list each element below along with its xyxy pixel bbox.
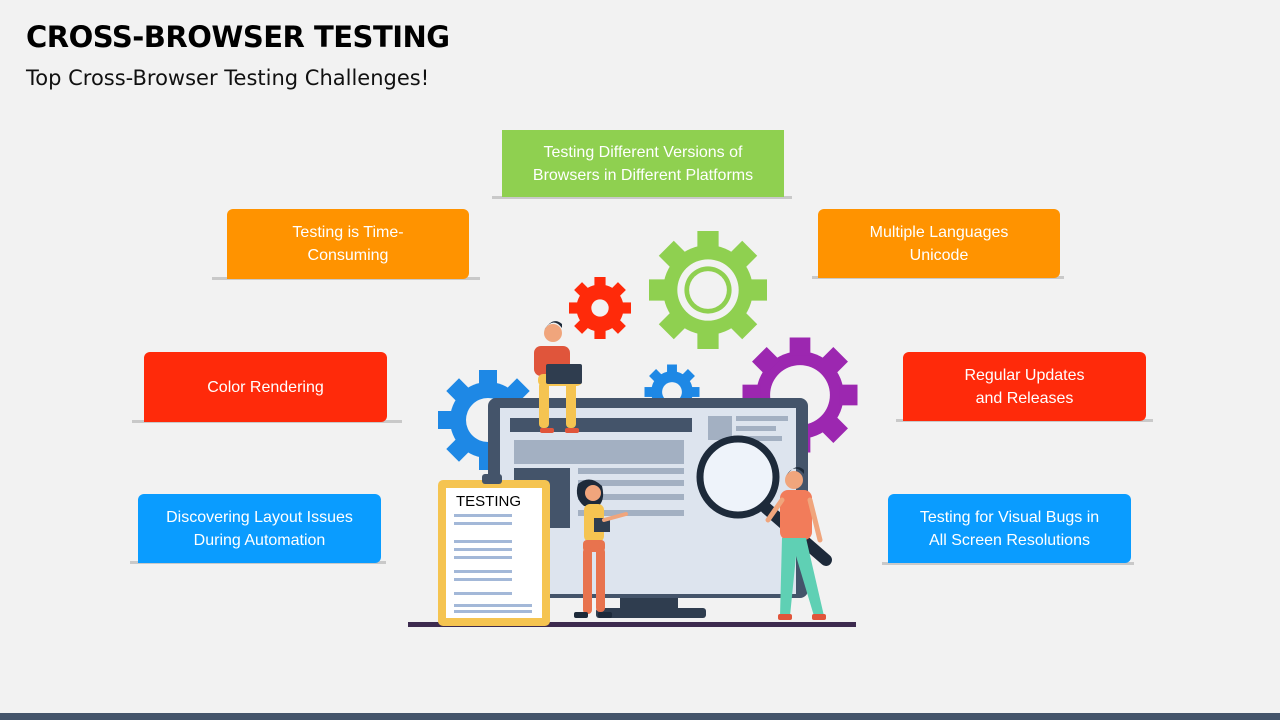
- card-label: Multiple Languages Unicode: [869, 223, 1009, 264]
- card-testing-versions: Testing Different Versions of Browsers i…: [502, 130, 784, 197]
- small-blue-gear-icon: [644, 364, 700, 420]
- card-shadow: [882, 562, 1134, 565]
- card-label: Color Rendering: [207, 378, 324, 396]
- card-label: Testing for Visual Bugs in All Screen Re…: [919, 508, 1100, 549]
- testing-illustration: TESTING: [408, 231, 858, 627]
- woman-icon: [574, 479, 628, 618]
- red-gear-icon: [569, 277, 631, 339]
- card-label: Testing Different Versions of Browsers i…: [532, 143, 754, 184]
- bottom-bar: [0, 713, 1280, 720]
- card-regular-updates: Regular Updates and Releases: [903, 352, 1146, 421]
- green-gear-icon: [649, 231, 767, 349]
- card-visual-bugs: Testing for Visual Bugs in All Screen Re…: [888, 494, 1131, 563]
- card-label: Regular Updates and Releases: [964, 366, 1085, 407]
- man-icon: [765, 467, 826, 620]
- card-time-consuming: Testing is Time- Consuming: [227, 209, 469, 279]
- page-subtitle: Top Cross-Browser Testing Challenges!: [26, 66, 430, 90]
- card-shadow: [492, 196, 792, 199]
- clipboard-label: TESTING: [456, 493, 521, 510]
- card-label: Discovering Layout Issues During Automat…: [166, 508, 353, 549]
- card-color-rendering: Color Rendering: [144, 352, 387, 422]
- card-multiple-languages: Multiple Languages Unicode: [818, 209, 1060, 278]
- page-title: CROSS-BROWSER TESTING: [26, 20, 450, 54]
- card-layout-issues: Discovering Layout Issues During Automat…: [138, 494, 381, 563]
- person-with-laptop-icon: [534, 321, 582, 433]
- card-label: Testing is Time- Consuming: [292, 224, 404, 264]
- clipboard-icon: TESTING: [438, 474, 550, 626]
